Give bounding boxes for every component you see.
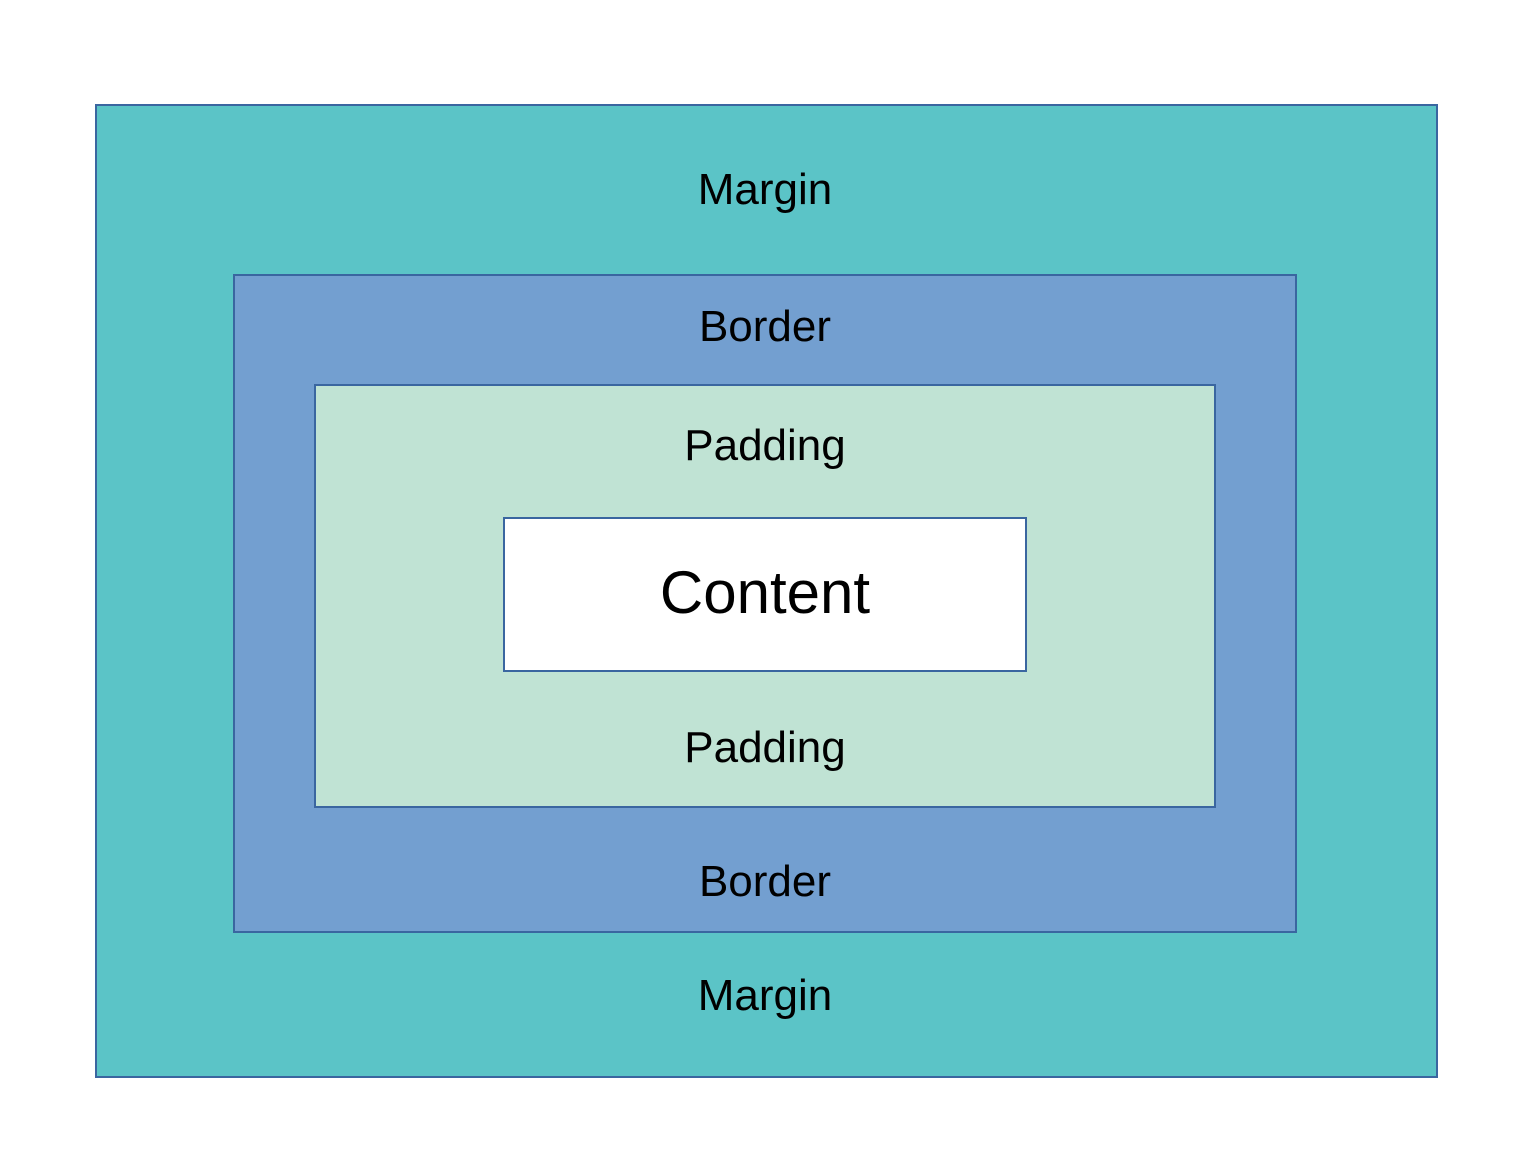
padding-top-label: Padding — [684, 421, 846, 470]
content-box — [503, 517, 1027, 672]
padding-bottom-label: Padding — [684, 723, 846, 772]
margin-top-label: Margin — [697, 165, 833, 214]
margin-bottom-label: Margin — [697, 971, 833, 1020]
border-bottom-label: Border — [698, 857, 832, 906]
content-label: Content — [659, 559, 871, 626]
border-top-label: Border — [698, 302, 832, 351]
